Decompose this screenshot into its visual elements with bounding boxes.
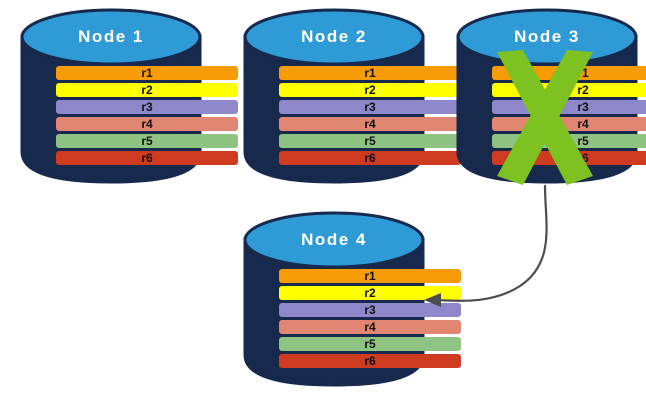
row-bar[interactable]: r3 <box>279 303 461 317</box>
row-stack: r1 r2 r3 r4 r5 r6 <box>243 269 497 368</box>
row-bar[interactable]: r6 <box>492 151 646 165</box>
node-cylinder-4[interactable]: Node 4 r1 r2 r3 r4 r5 r6 <box>243 209 461 387</box>
node-cylinder-1[interactable]: Node 1 r1 r2 r3 r4 r5 r6 <box>20 6 238 184</box>
row-bar[interactable]: r2 <box>56 83 238 97</box>
row-bar[interactable]: r2 <box>492 83 646 97</box>
row-bar[interactable]: r1 <box>279 269 461 283</box>
row-bar[interactable]: r2 <box>279 83 461 97</box>
row-bar[interactable]: r5 <box>492 134 646 148</box>
row-bar[interactable]: r4 <box>56 117 238 131</box>
row-bar[interactable]: r6 <box>279 151 461 165</box>
row-bar[interactable]: r5 <box>279 134 461 148</box>
row-bar[interactable]: r5 <box>56 134 238 148</box>
row-bar[interactable]: r6 <box>56 151 238 165</box>
row-bar[interactable]: r3 <box>492 100 646 114</box>
row-bar[interactable]: r4 <box>492 117 646 131</box>
row-bar[interactable]: r5 <box>279 337 461 351</box>
node-cylinder-2[interactable]: Node 2 r1 r2 r3 r4 r5 r6 <box>243 6 461 184</box>
node-cylinder-3[interactable]: Node 3 r1 r2 r3 r4 r5 r6 <box>456 6 646 184</box>
row-bar[interactable]: r1 <box>492 66 646 80</box>
row-bar[interactable]: r1 <box>56 66 238 80</box>
row-stack: r1 r2 r3 r4 r5 r6 <box>20 66 274 165</box>
row-bar[interactable]: r4 <box>279 320 461 334</box>
row-bar[interactable]: r3 <box>56 100 238 114</box>
row-bar[interactable]: r6 <box>279 354 461 368</box>
row-stack: r1 r2 r3 r4 r5 r6 <box>456 66 646 165</box>
row-bar[interactable]: r4 <box>279 117 461 131</box>
row-bar[interactable]: r2 <box>279 286 461 300</box>
row-stack: r1 r2 r3 r4 r5 r6 <box>243 66 497 165</box>
row-bar[interactable]: r3 <box>279 100 461 114</box>
row-bar[interactable]: r1 <box>279 66 461 80</box>
